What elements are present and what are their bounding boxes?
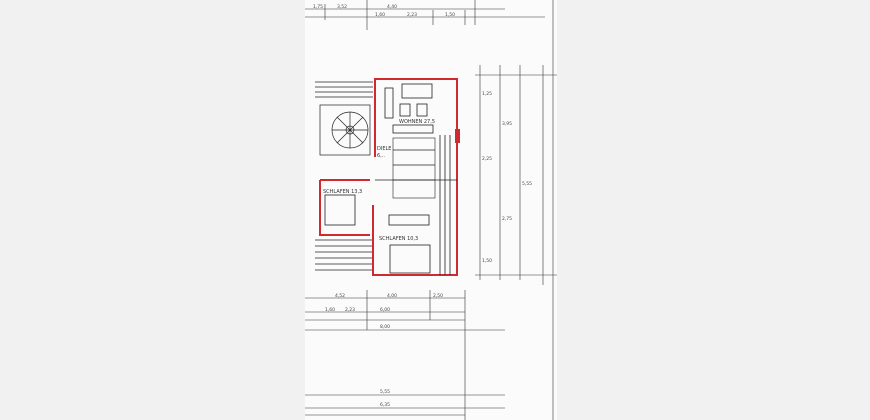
dim-top-3: 4,40 (387, 4, 397, 10)
dim-right-3: 2,25 (482, 156, 492, 162)
bottom-dimension-lines (305, 290, 505, 420)
terrace-hatching (315, 81, 373, 271)
dim-right-6: 1,50 (482, 258, 492, 264)
right-dimension-lines (475, 0, 557, 420)
room-label-wohnen: WOHNEN 27,5 (399, 119, 435, 125)
dim-right-5: 2,75 (502, 216, 512, 222)
dim-bottom-3: 2,50 (433, 293, 443, 299)
floor-plan-sheet: 1,75 3,52 4,40 1,60 2,23 1,50 WOHNEN 27,… (305, 0, 557, 420)
dim-bottom-final-2: 6,35 (380, 402, 390, 408)
floor-plan-drawing: 1,75 3,52 4,40 1,60 2,23 1,50 WOHNEN 27,… (305, 0, 557, 420)
dim-top-2: 3,52 (337, 4, 347, 10)
dim-right-4: 5,55 (522, 181, 532, 187)
room-label-schlafen-1: SCHLAFEN 13,3 (323, 189, 362, 195)
dim-top-6: 1,50 (445, 12, 455, 18)
dim-right-1: 1,25 (482, 91, 492, 97)
top-dimension-lines (305, 0, 545, 30)
red-wall-outlines (319, 78, 460, 276)
room-label-schlafen-2: SCHLAFEN 10,3 (379, 236, 418, 242)
dim-right-2: 3,95 (502, 121, 512, 127)
dim-bottom-2: 4,00 (387, 293, 397, 299)
dim-bottom-5: 2,23 (345, 307, 355, 313)
dim-bottom-final-1: 5,55 (380, 389, 390, 395)
interior-walls (324, 83, 457, 275)
spiral-staircase (319, 104, 371, 156)
dim-top-1: 1,75 (313, 4, 323, 10)
dim-bottom-4: 1,60 (325, 307, 335, 313)
dim-bottom-6: 6,00 (380, 307, 390, 313)
dim-top-4: 1,60 (375, 12, 385, 18)
room-label-diele-area: 6,.. (377, 153, 385, 159)
dim-bottom-1: 4,52 (335, 293, 345, 299)
dim-top-5: 2,23 (407, 12, 417, 18)
dim-bottom-total: 8,00 (380, 324, 390, 330)
room-label-diele: DIELE (377, 146, 391, 152)
